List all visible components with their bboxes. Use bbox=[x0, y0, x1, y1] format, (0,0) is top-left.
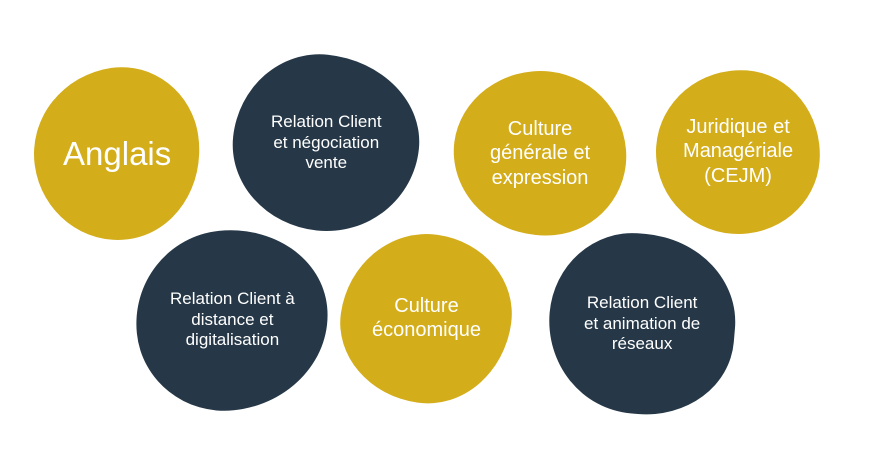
subject-bubble-relation-client-negociation: Relation Client et négociation vente bbox=[224, 45, 428, 241]
subject-label: Anglais bbox=[62, 134, 172, 172]
subject-bubble-relation-client-reseaux: Relation Client et animation de réseaux bbox=[541, 226, 743, 422]
subject-label: Relation Client et animation de réseaux bbox=[583, 292, 701, 354]
subject-label: Culture générale et expression bbox=[489, 117, 591, 189]
subject-label: Culture économique bbox=[371, 295, 481, 342]
subject-bubble-anglais: Anglais bbox=[22, 57, 212, 251]
subject-label: Juridique et Managériale (CEJM) bbox=[682, 116, 794, 188]
subject-bubble-relation-client-distance: Relation Client à distance et digitalisa… bbox=[127, 220, 337, 420]
subject-bubble-cejm: Juridique et Managériale (CEJM) bbox=[650, 64, 826, 240]
subject-label: Relation Client à distance et digitalisa… bbox=[169, 288, 295, 350]
subject-bubble-culture-economique: Culture économique bbox=[330, 222, 522, 415]
subject-label: Relation Client et négociation vente bbox=[270, 111, 382, 173]
subject-bubble-culture-generale: Culture générale et expression bbox=[447, 63, 633, 244]
